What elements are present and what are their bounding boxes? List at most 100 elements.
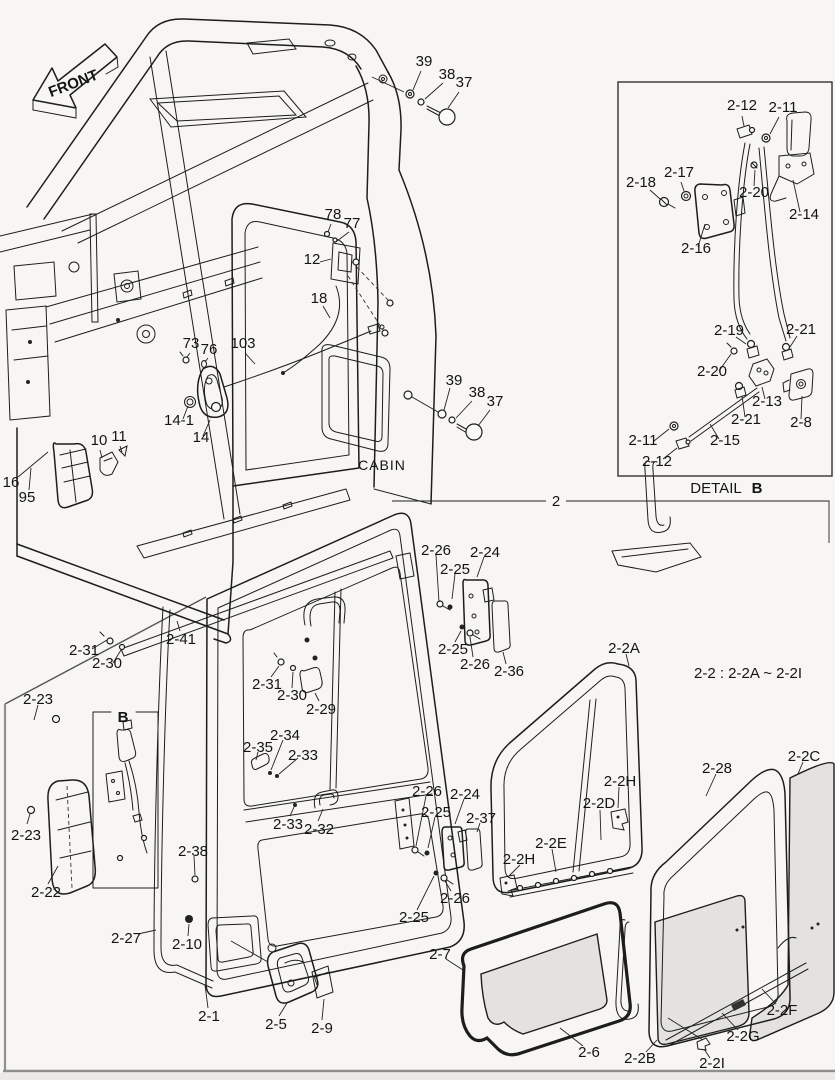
label-2-26-hinge-low2: 2-26	[440, 890, 470, 907]
label-2-2B: 2-2B	[624, 1050, 656, 1067]
frame-2-28	[648, 768, 791, 1048]
label-2-25-hinge-low2: 2-25	[399, 909, 429, 926]
part-label-16: 16	[3, 474, 20, 491]
detail-label-2-8: 2-8	[790, 414, 812, 431]
detail-b-drawing	[658, 111, 815, 450]
door-assembly-drawing: B	[26, 512, 511, 1004]
label-2-2I: 2-2I	[699, 1055, 725, 1072]
glass-panels-drawing	[445, 653, 835, 1059]
frame-2-2A	[490, 662, 643, 894]
label-2-26-hinge-low: 2-26	[412, 783, 442, 800]
label-2-29: 2-29	[306, 701, 336, 718]
inset-b-letter: B	[118, 709, 129, 726]
part-label-38-top: 38	[439, 66, 456, 83]
part-label-76: 76	[201, 341, 218, 358]
label-2-9: 2-9	[311, 1020, 333, 1037]
detail-b-caption-word: DETAIL	[690, 480, 741, 497]
label-2-25-hinge-low: 2-25	[421, 804, 451, 821]
inset-b-box: B	[92, 709, 159, 889]
label-2-28: 2-28	[702, 760, 732, 777]
part-label-37-top: 37	[456, 74, 473, 91]
label-2-2A: 2-2A	[608, 640, 640, 657]
part-label-103: 103	[230, 335, 255, 352]
part-label-73: 73	[183, 335, 200, 352]
detail-label-2-16: 2-16	[681, 240, 711, 257]
page-frame	[0, 596, 835, 1080]
assembly-bracket: 2	[392, 493, 830, 543]
door-leader-lines	[26, 554, 507, 1021]
label-2-25-hinge-top: 2-25	[440, 561, 470, 578]
glass-2-2B	[654, 894, 750, 1046]
detail-label-2-15: 2-15	[710, 432, 740, 449]
label-2-41: 2-41	[166, 631, 196, 648]
assembly-label-2: 2	[552, 493, 560, 510]
detail-label-2-13: 2-13	[752, 393, 782, 410]
label-2-36: 2-36	[494, 663, 524, 680]
detail-label-2-21-right: 2-21	[786, 321, 816, 338]
part-label-39-top: 39	[416, 53, 433, 70]
part-label-95: 95	[19, 489, 36, 506]
part-label-11: 11	[111, 428, 127, 445]
label-2-27: 2-27	[111, 930, 141, 947]
label-2-32: 2-32	[304, 821, 334, 838]
label-2-24-hinge-top: 2-24	[470, 544, 500, 561]
detail-label-2-11-top: 2-11	[769, 99, 798, 116]
label-2-24-hinge-low: 2-24	[450, 786, 480, 803]
part-label-38-right: 38	[469, 384, 486, 401]
detail-b-caption-letter: B	[752, 480, 763, 497]
part-label-18: 18	[311, 290, 328, 307]
part-label-12: 12	[304, 251, 321, 268]
detail-label-2-21-lower: 2-21	[731, 411, 761, 428]
detail-label-2-18: 2-18	[626, 174, 656, 191]
label-2-23-lower: 2-23	[11, 827, 41, 844]
label-2-1: 2-1	[198, 1008, 220, 1025]
label-2-5: 2-5	[265, 1016, 287, 1033]
label-2-31-right: 2-31	[252, 676, 282, 693]
part-label-14-1: 14-1	[164, 412, 194, 429]
cabin-parts-drawing	[52, 76, 483, 509]
seal-2-7	[460, 901, 632, 1057]
label-2-22: 2-22	[31, 884, 61, 901]
label-2-35: 2-35	[243, 739, 273, 756]
door-part-labels: 2-26 2-25 2-24 2-25 2-26 2-36 2-41 2-31 …	[11, 542, 820, 1072]
cabin-drawing	[16, 18, 702, 644]
cabin-caption: CABIN	[358, 457, 406, 473]
label-2-7: 2-7	[429, 946, 451, 963]
cabin-part-labels: 39 38 37 78 77 12 18 73 76 103 14-1 14 1…	[3, 53, 504, 506]
label-2-2E: 2-2E	[535, 835, 567, 852]
label-2-30-left: 2-30	[92, 655, 122, 672]
part-label-37-right: 37	[487, 393, 504, 410]
label-2-2H-upper: 2-2H	[604, 773, 637, 790]
label-2-2F: 2-2F	[767, 1002, 798, 1019]
front-arrow: FRONT	[32, 43, 119, 119]
cabin-leader-lines	[17, 70, 491, 491]
detail-label-2-20-upper: 2-20	[739, 184, 769, 201]
part-label-14: 14	[193, 429, 210, 446]
range-note: 2-2 : 2-2A ~ 2-2I	[694, 665, 802, 682]
part-label-78: 78	[325, 206, 342, 223]
detail-label-2-20-lower: 2-20	[697, 363, 727, 380]
label-2-25-hinge-top2: 2-25	[438, 641, 468, 658]
label-2-23-upper: 2-23	[23, 691, 53, 708]
label-2-26-hinge-top2: 2-26	[460, 656, 490, 673]
glass-2-6	[480, 933, 608, 1035]
label-2-34: 2-34	[270, 727, 300, 744]
glass-2-2C	[749, 761, 835, 1042]
machine-body-drawing	[0, 213, 156, 421]
label-2-30-right: 2-30	[277, 687, 307, 704]
label-2-10: 2-10	[172, 936, 202, 953]
label-2-6: 2-6	[578, 1044, 600, 1061]
detail-label-2-14: 2-14	[789, 206, 819, 223]
part-label-10: 10	[91, 432, 108, 449]
label-2-31-left: 2-31	[69, 642, 99, 659]
label-2-2D: 2-2D	[583, 795, 616, 812]
label-2-38: 2-38	[178, 843, 208, 860]
label-2-33-lower: 2-33	[273, 816, 303, 833]
label-2-2H-lower: 2-2H	[503, 851, 536, 868]
detail-b-leader-lines	[649, 115, 803, 460]
detail-b-panel: 2-12 2-11 2-18 2-17 2-20 2-14 2-16 2-19 …	[617, 81, 833, 497]
label-2-33-upper: 2-33	[288, 747, 318, 764]
label-2-37: 2-37	[466, 810, 496, 827]
